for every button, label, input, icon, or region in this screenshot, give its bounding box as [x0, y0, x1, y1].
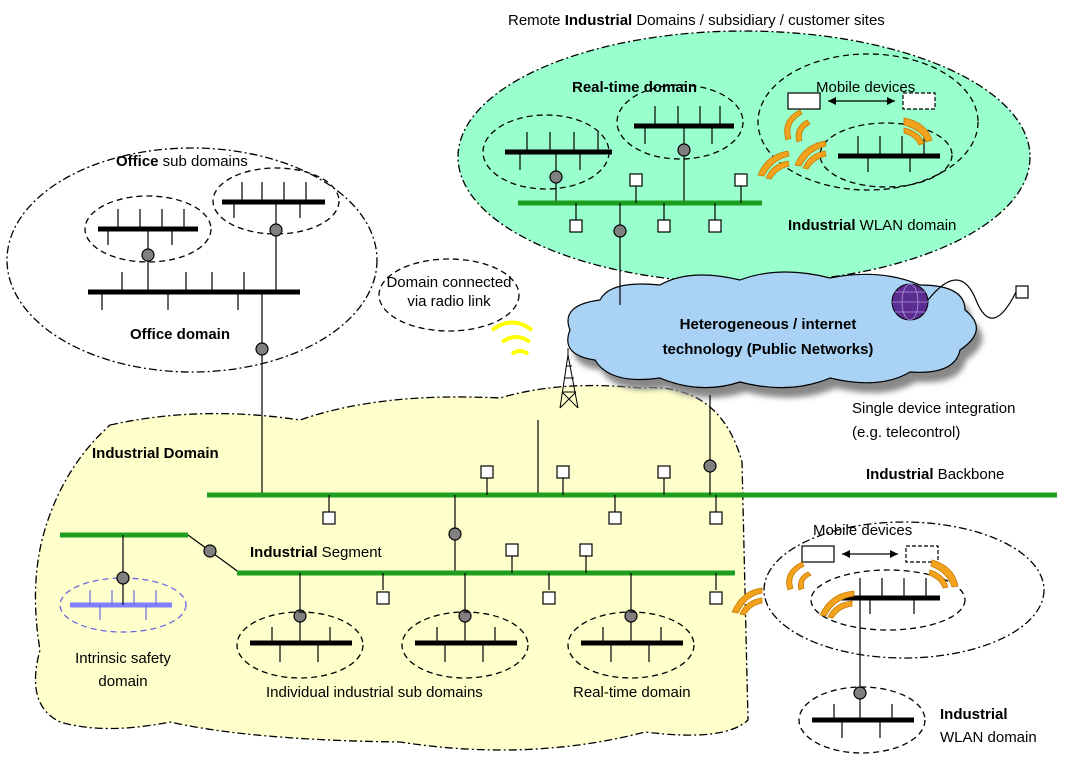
label-wlan-bottom-2: WLAN domain	[940, 729, 1037, 746]
remote-realtime-subdomain-right	[616, 84, 744, 160]
office-domain-area	[6, 147, 378, 373]
industrial-subdomain-2	[401, 611, 529, 679]
label-individual-sub: Individual industrial sub domains	[266, 684, 483, 701]
label-mobile-bottom: Mobile devices	[813, 522, 912, 539]
label-cloud-2: technology (Public Networks)	[663, 341, 874, 358]
label-realtime-bottom: Real-time domain	[573, 684, 691, 701]
label-single-device-1: Single device integration	[852, 400, 1015, 417]
remote-mobile-domain	[757, 53, 979, 191]
radio-link-domain	[378, 258, 520, 332]
radio-link-waves	[490, 320, 534, 356]
remote-wlan-subdomain	[819, 122, 953, 188]
label-wlan-top: Industrial WLAN domain	[788, 217, 956, 234]
mobile-domain-area-bottom	[763, 521, 1045, 659]
remote-domain-area	[457, 30, 1031, 284]
label-mobile-top: Mobile devices	[816, 79, 915, 96]
office-subdomain-left	[84, 195, 212, 263]
label-realtime-top: Real-time domain	[572, 79, 697, 96]
remote-title: Remote Industrial Domains / subsidiary /…	[508, 12, 885, 29]
label-intrinsic-1: Intrinsic safety	[75, 650, 171, 667]
label-intrinsic-2: domain	[98, 673, 147, 690]
label-backbone: Industrial Backbone	[866, 466, 1004, 483]
label-wlan-bottom-1: Industrial	[940, 706, 1008, 723]
mobile-wlan-subdomain-bottom	[810, 569, 966, 631]
radio-waves-top	[757, 109, 933, 180]
industrial-subdomain-realtime	[567, 611, 695, 679]
label-industrial-domain: Industrial Domain	[92, 445, 219, 462]
label-office-domain: Office domain	[130, 326, 230, 343]
industrial-domain-area	[34, 384, 749, 751]
label-single-device-2: (e.g. telecontrol)	[852, 424, 960, 441]
office-subdomain-right	[212, 167, 340, 235]
public-network-cloud	[567, 271, 977, 389]
label-radio-link-1: Domain connected	[386, 274, 511, 291]
label-cloud-1: Heterogeneous / internet	[680, 316, 857, 333]
label-radio-link-2: via radio link	[407, 293, 491, 310]
globe-icon	[891, 283, 929, 321]
radio-waves-segment	[731, 587, 763, 616]
radio-waves-bottom	[786, 559, 959, 619]
industrial-subdomain-1	[236, 611, 364, 679]
label-segment: Industrial Segment	[250, 544, 383, 561]
label-office-sub: Office sub domains	[116, 153, 248, 170]
radio-tower-icon	[559, 348, 579, 409]
wlan-subdomain-bottom	[798, 686, 926, 754]
